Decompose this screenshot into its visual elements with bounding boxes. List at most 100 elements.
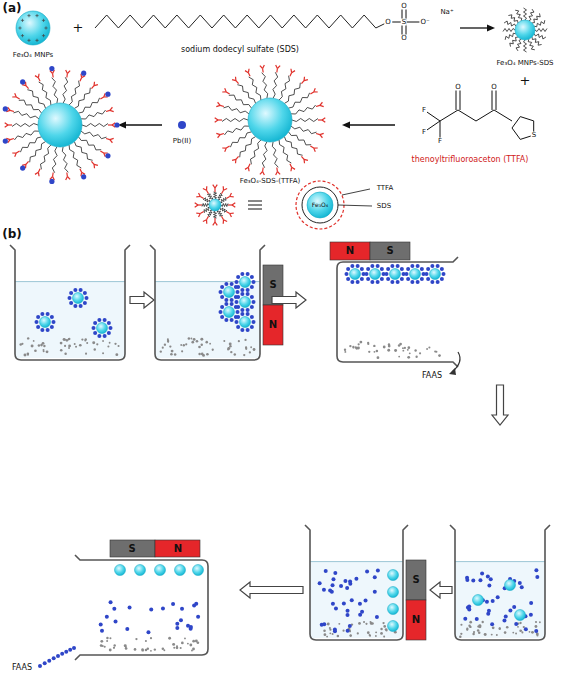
- panel-letter: (b): [1, 228, 23, 240]
- pb-ion: [93, 331, 97, 335]
- sediment: [96, 343, 98, 345]
- pb-ion: [240, 312, 244, 316]
- sds-chain: [505, 33, 516, 40]
- ttfa-mark: [320, 105, 324, 106]
- pb-ion: [465, 576, 469, 580]
- sorbent-particle: [410, 269, 421, 280]
- pb-ion: [60, 652, 64, 656]
- pb-ion: [246, 308, 250, 312]
- sediment: [180, 344, 182, 346]
- sds-chain: [221, 204, 228, 207]
- pb-ion: [92, 326, 96, 330]
- pb-ion: [324, 569, 328, 573]
- sediment: [460, 633, 462, 635]
- bond: [458, 110, 476, 121]
- sediment: [363, 621, 365, 623]
- pb-ion: [73, 304, 77, 308]
- pb-ion: [380, 267, 384, 271]
- sds-chain: [240, 137, 256, 158]
- sediment: [185, 343, 187, 345]
- sediment: [245, 348, 247, 350]
- pb-ion: [333, 629, 337, 633]
- pb-ion: [103, 334, 107, 338]
- sediment: [102, 340, 104, 342]
- pb-ion: [333, 571, 337, 575]
- detector-label: FAAS: [421, 372, 443, 380]
- plus-sign: +: [72, 21, 85, 34]
- sediment: [24, 353, 27, 356]
- pb-ion: [3, 106, 8, 111]
- leader-line: [342, 189, 370, 195]
- magnet-pole: S: [269, 280, 276, 290]
- arrow-head: [449, 368, 456, 375]
- ttfa-mark: [303, 159, 305, 163]
- ttfa-mark: [218, 119, 222, 120]
- atom-symbol: O: [400, 35, 408, 42]
- pb-ion: [56, 654, 60, 658]
- sediment: [466, 628, 468, 630]
- pb-ion: [390, 264, 394, 268]
- sediment: [357, 347, 360, 350]
- sediment: [162, 648, 165, 651]
- ttfa-mark: [226, 212, 229, 214]
- pb-ion: [524, 627, 528, 631]
- sediment: [371, 622, 374, 625]
- ttfa-mark: [66, 176, 68, 180]
- pb-ion: [348, 624, 352, 628]
- equivalence-sign: [248, 201, 262, 202]
- pb-ion: [64, 650, 68, 654]
- magnet-pole-block: [263, 305, 283, 345]
- nanoparticle: [503, 8, 547, 52]
- sediment: [504, 631, 507, 634]
- sds-chain: [224, 106, 249, 114]
- ttfa-mark: [91, 86, 94, 89]
- pb-ion: [420, 277, 424, 281]
- pb-ion: [68, 296, 72, 300]
- pb-ion: [83, 301, 87, 305]
- sediment: [407, 349, 409, 351]
- sds-chain: [79, 98, 100, 113]
- pb-ion: [360, 267, 364, 271]
- sediment: [539, 621, 541, 623]
- ttfa-mark: [230, 196, 234, 198]
- solution: [15, 282, 125, 358]
- sediment: [388, 345, 391, 348]
- pb-ion: [246, 272, 250, 276]
- sorbent-particle: [115, 565, 126, 576]
- sediment: [332, 633, 334, 635]
- sediment: [74, 343, 76, 345]
- ttfa-mark: [262, 168, 264, 172]
- ttfa-mark: [26, 161, 29, 164]
- charge-mark: [35, 14, 38, 17]
- sds-chain: [262, 73, 268, 99]
- sediment: [344, 351, 346, 353]
- ttfa-mark: [235, 77, 237, 81]
- sediment: [327, 623, 330, 626]
- sediment: [46, 350, 49, 353]
- ttfa-mark: [110, 140, 113, 143]
- pb-ion: [230, 302, 234, 306]
- pb-ion: [343, 579, 347, 583]
- pb-ion: [529, 613, 533, 617]
- sediment: [164, 343, 166, 345]
- solution: [310, 562, 403, 638]
- bond: [456, 88, 457, 110]
- particle-label: Fe₃O₄ MNPs-SDS: [495, 60, 554, 67]
- sds-chain: [39, 82, 51, 105]
- sediment: [134, 648, 137, 651]
- sediment: [367, 631, 370, 634]
- magnet-pole-block: [155, 540, 200, 557]
- sds-chain: [528, 39, 535, 50]
- charge-mark: [35, 39, 38, 42]
- ttfa-mark: [290, 73, 292, 77]
- pb-ion: [356, 280, 360, 284]
- solution-surface: [15, 281, 125, 282]
- sediment: [206, 353, 209, 356]
- pb-ion: [220, 295, 224, 299]
- ttfa-mark: [322, 120, 325, 122]
- ttfa-mark: [316, 134, 320, 135]
- pb-ion: [234, 305, 238, 309]
- ttfa-mark: [248, 73, 250, 77]
- pb-ion: [236, 290, 240, 294]
- pb-ion: [520, 585, 524, 589]
